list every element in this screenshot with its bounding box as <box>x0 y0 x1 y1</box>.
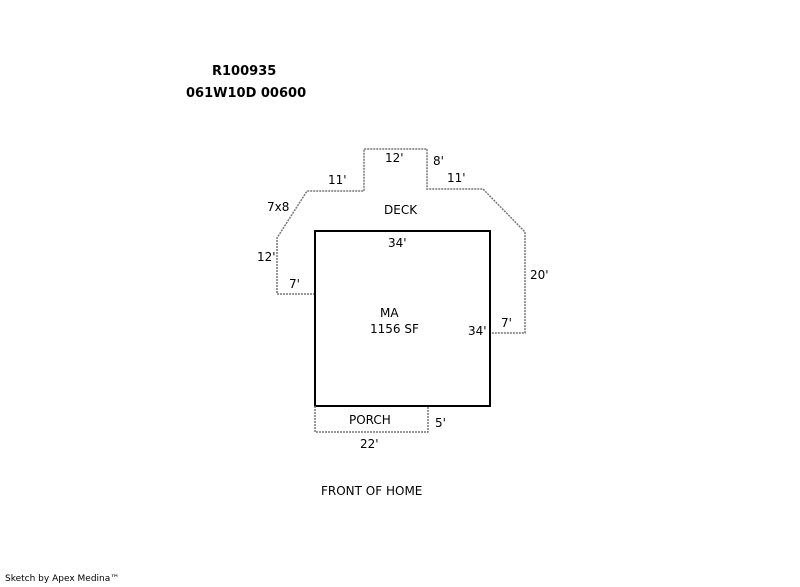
map-number: 061W10D 00600 <box>186 86 307 101</box>
front-of-home-label: FRONT OF HOME <box>321 484 423 498</box>
dim-porch-side: 5' <box>435 416 446 430</box>
dim-deck-left-bottom: 7' <box>289 277 300 291</box>
dim-deck-left: 12' <box>257 250 276 264</box>
dim-ma-right: 34' <box>468 324 487 338</box>
dim-porch-bottom: 22' <box>360 437 379 451</box>
dim-deck-diagonal: 7x8 <box>267 200 290 214</box>
dim-deck-right: 20' <box>530 268 549 282</box>
deck-outline <box>276 148 526 334</box>
main-area-outline <box>314 230 491 407</box>
main-area-size: 1156 SF <box>370 322 419 336</box>
dim-deck-left-upper: 11' <box>328 173 347 187</box>
main-area-label: MA <box>380 306 399 320</box>
porch-label: PORCH <box>349 413 391 427</box>
dim-deck-right-bottom: 7' <box>501 316 512 330</box>
parcel-id: R100935 <box>212 64 277 79</box>
porch-outline <box>314 406 429 433</box>
dim-deck-right-upper: 11' <box>447 171 466 185</box>
deck-label: DECK <box>384 203 418 217</box>
dim-ma-top: 34' <box>388 236 407 250</box>
sketch-credit: Sketch by Apex Medina™ <box>5 574 120 584</box>
dim-deck-top: 12' <box>385 151 404 165</box>
dim-deck-top-right-side: 8' <box>433 154 444 168</box>
